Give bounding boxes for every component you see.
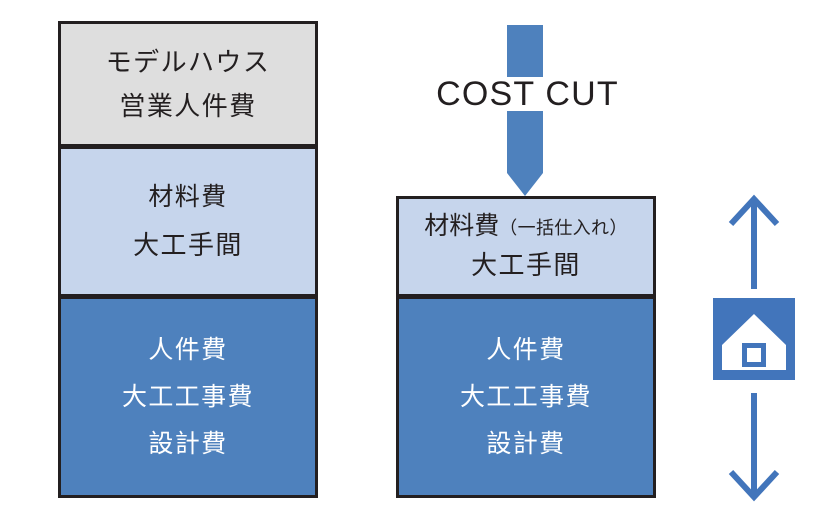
segment-labor-after-line-1: 人件費 <box>486 335 566 364</box>
before-cost-stack: モデルハウス 営業人件費 材料費 大工手間 人件費 大工工事費 設計費 <box>58 21 318 498</box>
segment-labor-before-line-1: 人件費 <box>148 335 228 364</box>
segment-materials-before-line-1: 材料費 <box>148 182 228 211</box>
segment-labor-after-line-2: 大工工事費 <box>460 382 592 411</box>
house-indicator-group <box>704 193 804 503</box>
segment-materials-after-line-1: 材料費 （一括仕入れ） <box>424 210 628 243</box>
segment-materials-before: 材料費 大工手間 <box>58 146 318 297</box>
cost-cut-group: COST CUT <box>420 18 635 200</box>
segment-model-house: モデルハウス 営業人件費 <box>58 21 318 147</box>
segment-labor-before: 人件費 大工工事費 設計費 <box>58 296 318 498</box>
segment-labor-before-line-3: 設計費 <box>148 429 228 458</box>
segment-labor-before-line-2: 大工工事費 <box>122 382 254 411</box>
up-arrow-icon <box>726 193 782 289</box>
cost-cut-down-arrow-icon <box>507 111 543 196</box>
segment-labor-after-line-3: 設計費 <box>486 429 566 458</box>
after-cost-stack: 材料費 （一括仕入れ） 大工手間 人件費 大工工事費 設計費 <box>396 196 656 498</box>
segment-model-house-line-1: モデルハウス <box>105 47 271 78</box>
segment-materials-after-note: （一括仕入れ） <box>499 218 628 239</box>
segment-materials-after: 材料費 （一括仕入れ） 大工手間 <box>396 196 656 297</box>
segment-model-house-line-2: 営業人件費 <box>119 90 257 121</box>
down-arrow-icon <box>726 393 782 503</box>
segment-labor-after: 人件費 大工工事費 設計費 <box>396 296 656 498</box>
house-icon <box>713 298 795 380</box>
segment-materials-after-main: 材料費 <box>424 212 500 241</box>
segment-materials-before-line-2: 大工手間 <box>133 229 243 260</box>
cost-cut-arrow-shaft-upper <box>507 25 543 77</box>
cost-cut-label: COST CUT <box>436 75 619 113</box>
segment-materials-after-line-2: 大工手間 <box>471 250 581 281</box>
